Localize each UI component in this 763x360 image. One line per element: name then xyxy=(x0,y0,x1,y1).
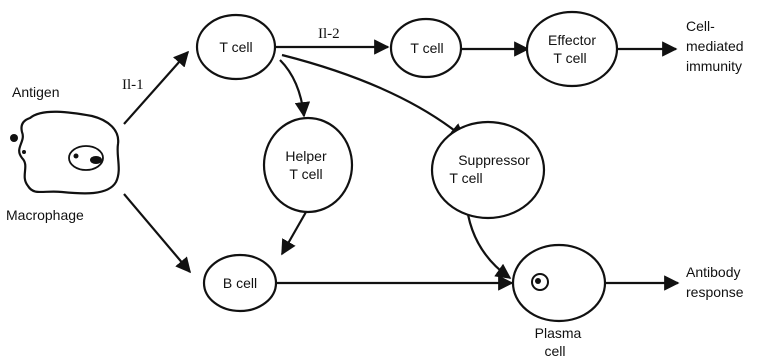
t-cell-1-label: T cell xyxy=(219,39,252,55)
macrophage-nucleus xyxy=(68,145,104,171)
cmi-label-1: Cell- xyxy=(686,18,715,34)
nucleus-dot xyxy=(73,153,79,159)
suppressor-t-cell-node: Suppressor T cell xyxy=(430,120,546,220)
antibody-label-2: response xyxy=(686,284,744,300)
il1-label: Il-1 xyxy=(122,77,144,93)
plasma-nucleus-dot xyxy=(535,278,541,284)
cmi-label-3: immunity xyxy=(686,58,742,74)
suppressor-label-1: Suppressor xyxy=(458,152,530,168)
effector-t-cell-node: Effector T cell xyxy=(525,10,619,88)
nucleus-spot xyxy=(90,156,102,164)
helper-t-cell-node: Helper T cell xyxy=(262,116,354,214)
plasma-label-2: cell xyxy=(544,343,565,359)
plasma-cell-node xyxy=(511,243,607,323)
effector-label-2: T cell xyxy=(553,50,586,66)
antigen-particle-small xyxy=(22,150,26,154)
helper-label-2: T cell xyxy=(289,166,322,182)
helper-label-1: Helper xyxy=(285,148,327,164)
b-cell-label: B cell xyxy=(223,275,257,291)
macrophage-node xyxy=(10,110,120,195)
antigen-label: Antigen xyxy=(12,84,59,100)
t-cell-node-1: T cell xyxy=(195,13,277,81)
antigen-particle xyxy=(10,134,18,142)
arrow-tcell-to-helper xyxy=(279,59,311,118)
arrow-macrophage-to-bcell xyxy=(123,193,191,274)
arrow-macrophage-to-tcell xyxy=(123,50,190,125)
t-cell-node-2: T cell xyxy=(389,17,463,79)
plasma-label-1: Plasma xyxy=(535,325,582,341)
macrophage-shape xyxy=(18,110,120,195)
cmi-label-2: mediated xyxy=(686,38,744,54)
macrophage-label: Macrophage xyxy=(6,207,84,223)
effector-label-1: Effector xyxy=(548,32,596,48)
arrow-helper-to-bcell xyxy=(281,211,307,256)
suppressor-label-2: T cell xyxy=(449,170,482,186)
il2-label: Il-2 xyxy=(318,26,340,42)
b-cell-node: B cell xyxy=(202,253,278,313)
antibody-label-1: Antibody xyxy=(686,264,740,280)
t-cell-2-label: T cell xyxy=(410,40,443,56)
arrow-tcell-to-suppressor xyxy=(281,53,466,139)
